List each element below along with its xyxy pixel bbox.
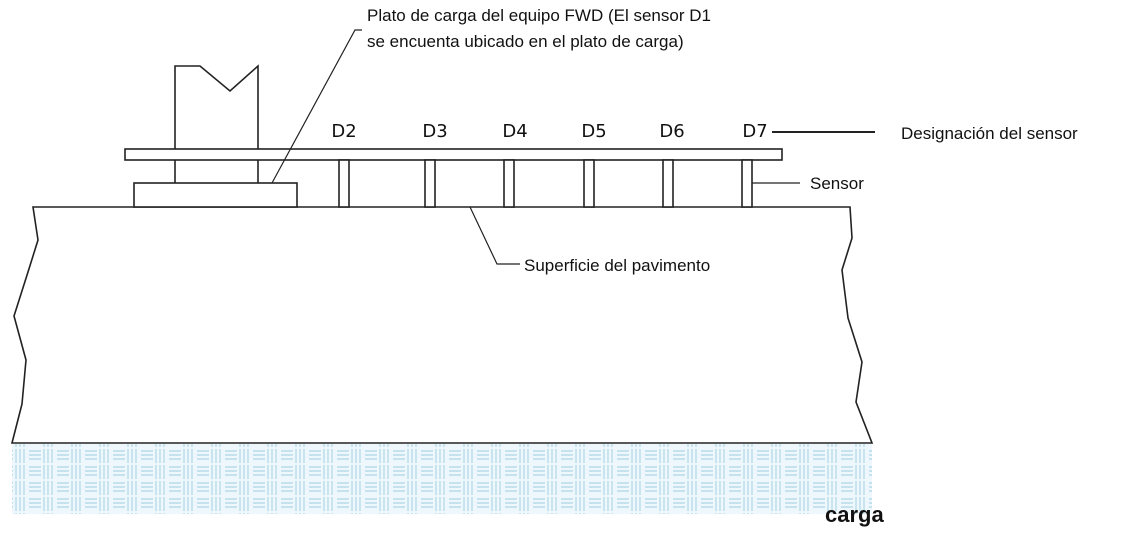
sensor-label-d3: D3 [422, 121, 447, 142]
sensor-label-d6: D6 [659, 121, 684, 142]
sensor-d5: D5 [581, 121, 607, 208]
subgrade-label: carga [825, 502, 884, 527]
load-plate-label-line1: Plato de carga del equipo FWD (El sensor… [367, 6, 711, 25]
sensor-d7: D7 [741, 121, 768, 208]
loading-column [174, 64, 259, 183]
sensor-d3: D3 [422, 121, 448, 208]
load-plate-label-line2: se encuenta ubicado en el plato de carga… [367, 32, 684, 51]
sensor-d4: D4 [502, 121, 528, 208]
sensor-label: Sensor [810, 174, 864, 193]
sensor-label-d4: D4 [502, 121, 527, 142]
base-layer [12, 444, 872, 514]
sensor-d6: D6 [659, 121, 685, 208]
sensor-label-d5: D5 [581, 121, 606, 142]
sensor-bar [124, 148, 783, 161]
surface-leader [469, 206, 520, 265]
load-plate [133, 182, 298, 208]
sensor-label-d2: D2 [331, 121, 356, 142]
pavement-slab [10, 206, 874, 444]
sensor-d2: D2 [331, 121, 357, 208]
sensor-label-d7: D7 [742, 121, 767, 142]
load-plate-leader [271, 29, 362, 184]
pavement-surface-label: Superficie del pavimento [524, 256, 710, 275]
sensor-designation-label: Designación del sensor [901, 124, 1078, 143]
